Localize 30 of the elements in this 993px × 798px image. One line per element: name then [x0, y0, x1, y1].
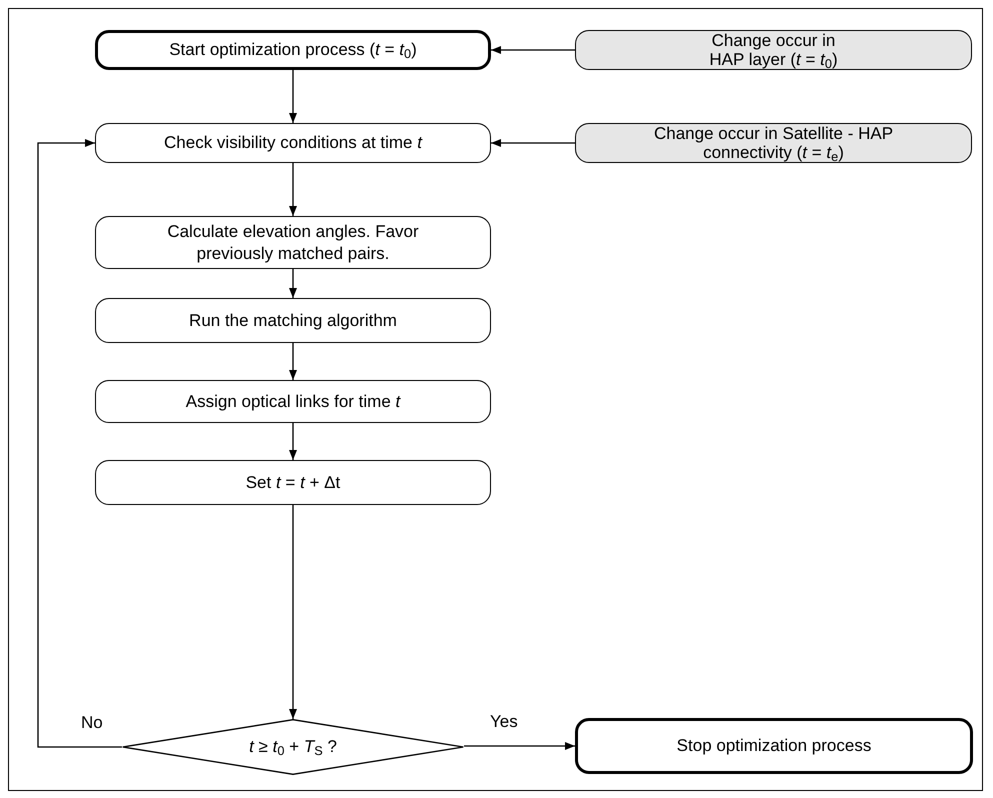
process-box: [95, 460, 491, 505]
node-label: Change occur in Satellite - HAP connectivity (t = t$_{e}$): [652, 124, 894, 162]
event-box: [575, 30, 972, 70]
arrow: [289, 423, 297, 460]
process-box: [95, 380, 491, 423]
arrow: [289, 70, 297, 123]
node-label: Assign optical links for time t: [184, 390, 402, 412]
arrow: [37, 139, 122, 748]
arrow: [289, 343, 297, 380]
terminal-box: [95, 30, 491, 70]
arrow: [491, 46, 575, 54]
node-label: Stop optimization process: [676, 735, 872, 757]
node-label: Run the matching algorithm: [188, 310, 398, 332]
node-label: Change occur in HAP layer (t = t$_{0}$): [708, 31, 839, 69]
arrow: [289, 269, 297, 298]
node-label: Check visibility conditions at time t: [163, 132, 424, 154]
process-box: [95, 123, 491, 163]
process-box: [95, 216, 491, 269]
arrow: [289, 505, 297, 719]
node-label: t ≥ t$_{0}$ + T$_{S}$ ?: [248, 736, 338, 758]
process-box: [95, 298, 491, 343]
node-label: Calculate elevation angles. Favor previously matched pairs.: [166, 220, 420, 264]
arrow: [289, 163, 297, 216]
event-box: [575, 123, 972, 163]
arrow: [464, 742, 575, 750]
node-label: Set t = t + Δt: [244, 472, 342, 494]
arrow: [491, 139, 575, 147]
node-label: Start optimization process (t = t$_{0}$): [168, 39, 418, 61]
decision-diamond: [122, 719, 464, 775]
terminal-box: [575, 718, 973, 774]
